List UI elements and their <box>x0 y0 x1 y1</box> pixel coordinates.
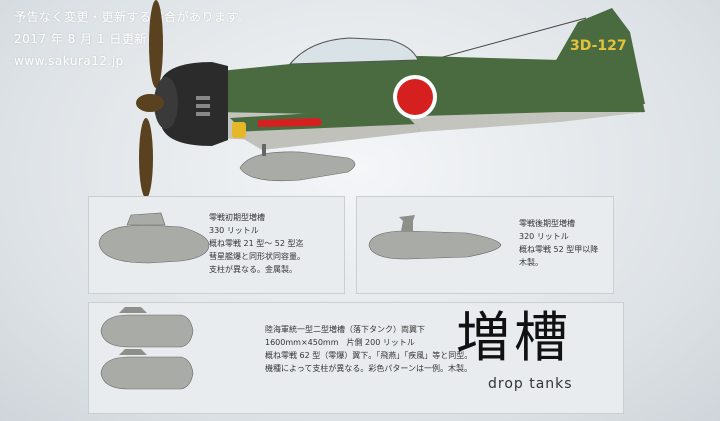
exhaust-2 <box>196 104 210 108</box>
navy-tank-upper <box>100 314 194 348</box>
wing-leading-edge-marking <box>232 122 246 138</box>
navy-tank-desc-1: 概ね零戦 62 型（零爆）翼下。「飛燕」「疾風」等と同型。 <box>265 351 473 360</box>
early-tank-panel: 零戦初期型増槽 330 リットル 概ね零戦 21 型〜 52 型迄 彗星艦爆と同… <box>88 196 345 294</box>
late-tank-name: 零戦後期型増槽 <box>519 219 575 228</box>
update-date: 2017 年 8 月 1 日更新 <box>14 32 147 46</box>
update-notice: 予告なく変更・更新する場合があります。 <box>14 10 251 24</box>
late-tank-desc-2: 木製。 <box>519 258 543 267</box>
wing-stripe <box>258 118 322 127</box>
late-tank-body <box>368 230 502 260</box>
tail-code: 3D-127 <box>570 38 627 54</box>
cowling-front <box>154 77 178 129</box>
navy-tank-upper-strut <box>119 307 147 313</box>
early-tank-text: 零戦初期型増槽 330 リットル 概ね零戦 21 型〜 52 型迄 彗星艦爆と同… <box>209 211 305 276</box>
early-tank-desc-3: 支柱が異なる。金属製。 <box>209 265 297 274</box>
zero-fighter-illustration: 3D-127 <box>136 0 645 198</box>
navy-tank-dims: 1600mm×450mm 片側 200 リットル <box>265 338 415 347</box>
navy-tank-desc-2: 機種によって支柱が異なる。彩色パターンは一例。木製。 <box>265 364 472 373</box>
early-tank-fairing <box>126 212 166 226</box>
navy-tank-lower <box>100 356 194 390</box>
early-tank-drawing <box>98 212 209 264</box>
late-tank-text: 零戦後期型増槽 320 リットル 概ね零戦 52 型甲以降 木製。 <box>519 217 598 269</box>
hinomaru <box>397 79 433 115</box>
early-tank-desc-2: 彗星艦爆と同形状同容量。 <box>209 252 305 261</box>
page-title: 増槽 <box>456 306 572 369</box>
tank-strut <box>262 144 266 156</box>
late-tank-panel: 零戦後期型増槽 320 リットル 概ね零戦 52 型甲以降 木製。 <box>356 196 614 294</box>
propeller-blade-top <box>149 0 163 88</box>
site-url: www.sakura12.jp <box>14 54 124 68</box>
tail-fin <box>555 8 645 108</box>
late-tank-capacity: 320 リットル <box>519 232 569 241</box>
navy-tank-text: 陸海軍統一型二型増槽（落下タンク）両翼下 1600mm×450mm 片側 200… <box>265 323 472 375</box>
late-tank-drawing <box>368 215 502 260</box>
exhaust-1 <box>196 96 210 100</box>
propeller-spinner <box>136 94 164 112</box>
wing-underside <box>232 124 420 150</box>
engine-cowling <box>162 62 228 146</box>
early-tank-desc-1: 概ね零戦 21 型〜 52 型迄 <box>209 239 304 248</box>
navy-tank-drawing <box>100 307 194 390</box>
early-tank-capacity: 330 リットル <box>209 226 259 235</box>
late-tank-desc-1: 概ね零戦 52 型甲以降 <box>519 245 599 254</box>
canopy <box>288 37 419 65</box>
page-subtitle: drop tanks <box>488 376 573 392</box>
mounted-drop-tank <box>239 151 356 182</box>
early-tank-body <box>98 224 209 264</box>
early-tank-name: 零戦初期型増槽 <box>209 213 265 222</box>
exhaust-3 <box>196 112 210 116</box>
navy-tank-lower-strut <box>119 349 147 355</box>
propeller-blade-bottom <box>139 118 153 198</box>
navy-tank-name: 陸海軍統一型二型増槽（落下タンク）両翼下 <box>265 325 425 334</box>
late-tank-strut <box>399 215 415 231</box>
navy-tank-panel: 陸海軍統一型二型増槽（落下タンク）両翼下 1600mm×450mm 片側 200… <box>88 302 624 414</box>
